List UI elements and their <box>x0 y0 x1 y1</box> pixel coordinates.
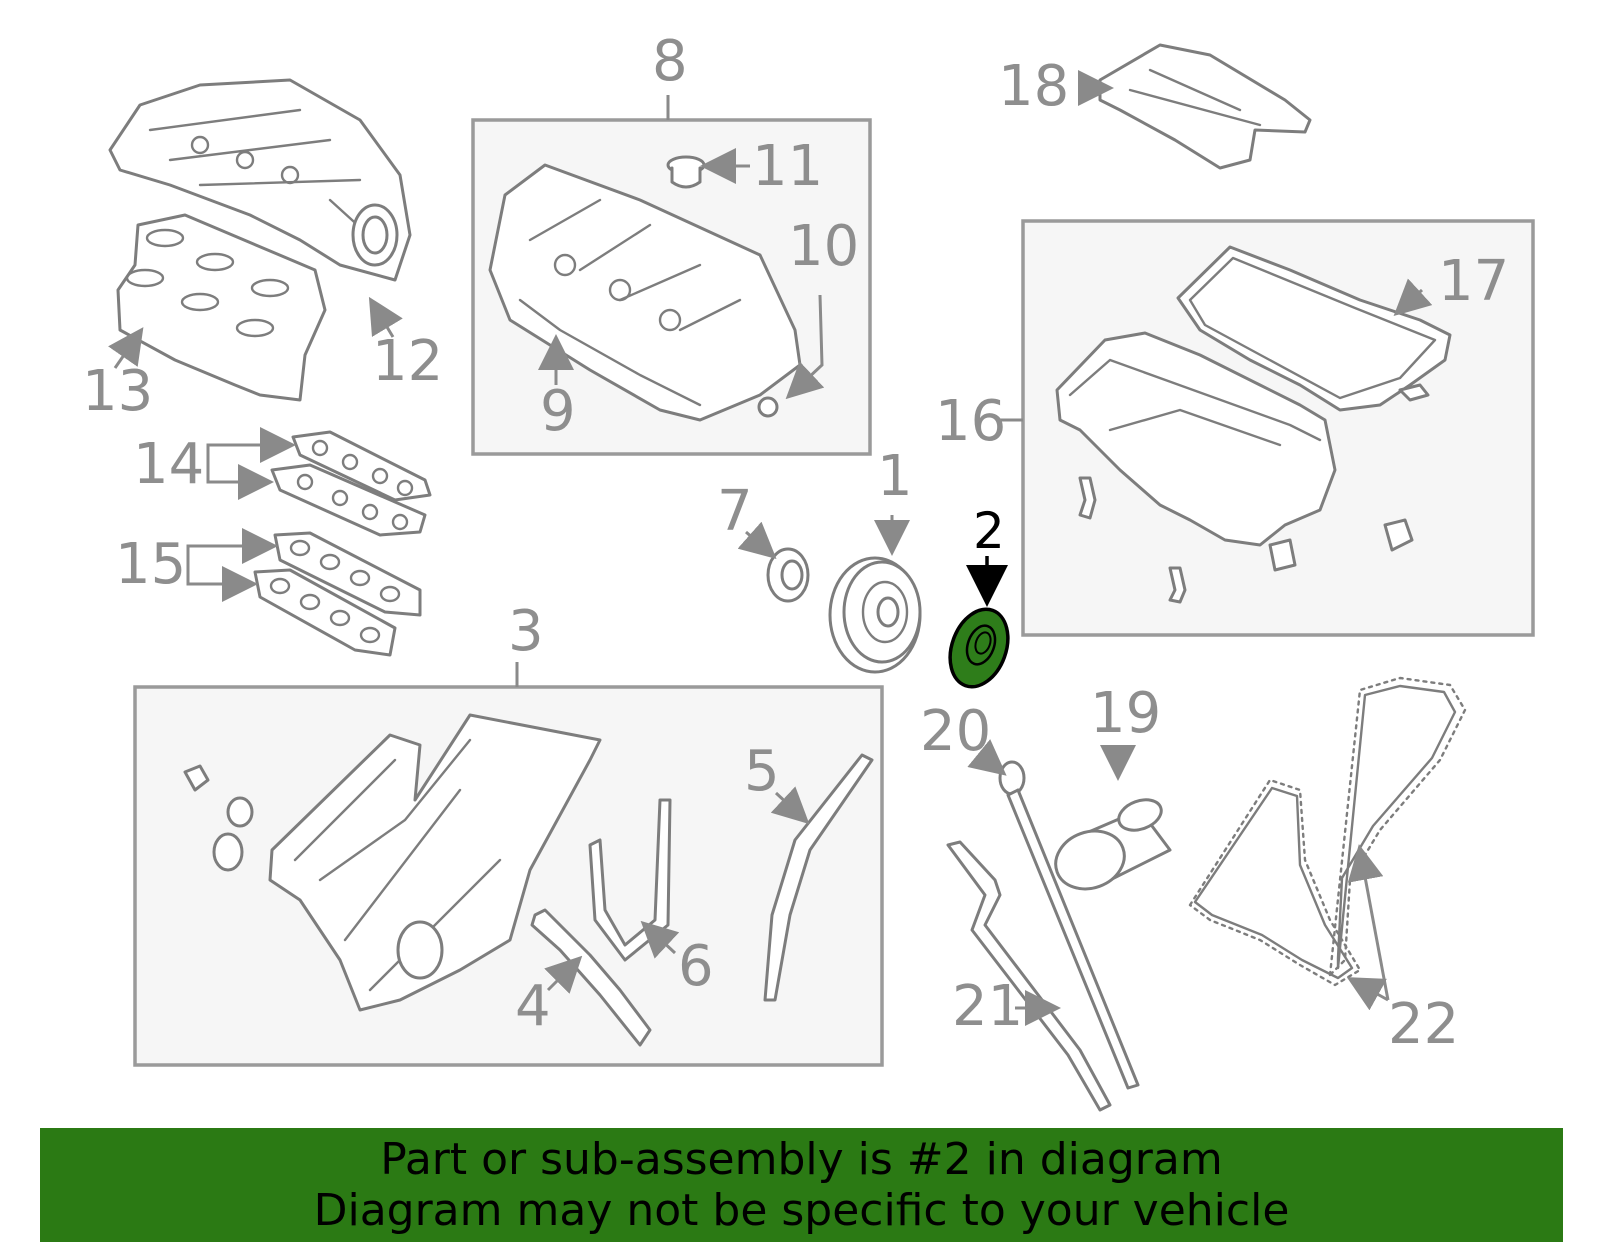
callout-2-highlighted[interactable]: 2 <box>973 502 1005 560</box>
callout-15: 15 <box>115 532 186 597</box>
cover-18-part <box>1098 43 1312 170</box>
oil-pan-gasket-part <box>1176 245 1452 412</box>
callout-19: 19 <box>1090 681 1161 746</box>
info-banner: Part or sub-assembly is #2 in diagram Di… <box>40 1128 1563 1242</box>
seal-7-part <box>766 547 810 603</box>
gasket-6-part <box>588 798 672 962</box>
intake-manifold-part <box>108 78 412 282</box>
callout-21: 21 <box>952 974 1023 1039</box>
callout-17: 17 <box>1438 249 1509 314</box>
callout-7: 7 <box>717 479 753 544</box>
front-cover-part <box>183 713 602 1012</box>
callout-18: 18 <box>998 54 1069 119</box>
callout-3: 3 <box>508 599 544 664</box>
crank-pulley-part <box>828 556 922 674</box>
oil-pan-part <box>1055 331 1430 604</box>
callout-20: 20 <box>920 699 991 764</box>
timing-chains-part <box>1188 676 1467 987</box>
banner-line-1: Part or sub-assembly is #2 in diagram <box>380 1134 1223 1185</box>
oil-cap-part <box>666 155 706 189</box>
dipstick-tube-part <box>946 840 1112 1112</box>
crankshaft-seal-highlighted[interactable] <box>940 601 1018 695</box>
callout-5: 5 <box>744 739 780 804</box>
callout-4: 4 <box>515 974 551 1039</box>
intake-gaskets-15-part <box>253 531 422 657</box>
callout-8: 8 <box>652 29 688 94</box>
callout-14: 14 <box>133 432 204 497</box>
guide-5-part <box>763 753 874 1002</box>
valve-cover-part <box>488 163 802 422</box>
leader-lines <box>108 70 1433 1026</box>
callout-12: 12 <box>372 329 443 394</box>
callout-22: 22 <box>1388 992 1459 1057</box>
gasket-4-part <box>530 908 652 1047</box>
callout-6: 6 <box>678 934 714 999</box>
callout-10: 10 <box>788 214 859 279</box>
callout-1: 1 <box>877 444 913 509</box>
callout-13: 13 <box>82 359 153 424</box>
callout-16: 16 <box>935 389 1006 454</box>
callout-11: 11 <box>752 134 823 199</box>
dipstick-part <box>998 760 1140 1090</box>
oil-filter-part <box>1054 798 1172 891</box>
banner-line-2: Diagram may not be specific to your vehi… <box>313 1185 1290 1236</box>
lower-intake-part <box>116 213 327 402</box>
callout-9: 9 <box>540 379 576 444</box>
intake-gaskets-14-part <box>270 430 432 537</box>
